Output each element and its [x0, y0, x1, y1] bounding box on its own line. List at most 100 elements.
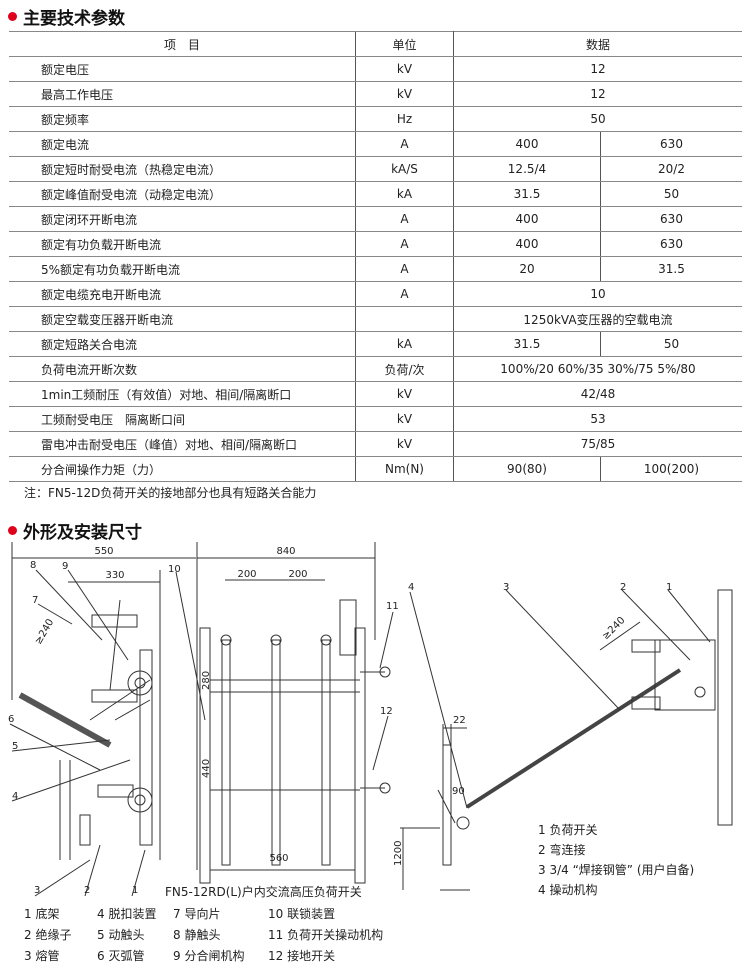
param-name: 额定电压	[9, 56, 356, 82]
callout-5: 5	[12, 741, 18, 752]
param-unit: kA/S	[355, 156, 454, 182]
install-callout-3: 3	[503, 582, 509, 593]
param-name: 最高工作电压	[9, 81, 356, 107]
legend-item: 6 灭弧管	[97, 949, 145, 963]
header-unit: 单位	[355, 31, 454, 57]
legend-item: 5 动触头	[97, 928, 145, 942]
callout-6: 6	[8, 714, 14, 725]
bullet-icon	[8, 12, 17, 21]
param-unit: 负荷/次	[355, 356, 454, 382]
param-unit: A	[355, 256, 454, 282]
param-name: 额定短路关合电流	[9, 331, 356, 357]
param-unit: kV	[355, 56, 454, 82]
callout-7: 7	[32, 595, 38, 606]
install-callout-2: 2	[620, 582, 626, 593]
param-value: 100%/20 60%/35 30%/75 5%/80	[453, 356, 742, 382]
legend-item: 7 导向片	[173, 907, 221, 921]
legend-item: 4 操动机构	[538, 883, 598, 897]
side-view-drawing	[9, 542, 206, 897]
param-value: 75/85	[453, 431, 742, 457]
dim-560: 560	[269, 853, 288, 864]
table-header-row: 项 目 单位 数据	[9, 31, 742, 57]
param-name: 雷电冲击耐受电压（峰值）对地、相间/隔离断口	[9, 431, 356, 457]
param-name: 额定空载变压器开断电流	[9, 306, 356, 332]
legend-item: 8 静触头	[173, 928, 221, 942]
table-row: 额定空载变压器开断电流 1250kVA变压器的空载电流	[9, 306, 742, 332]
param-unit: kV	[355, 381, 454, 407]
install-callout-4: 4	[408, 582, 414, 593]
param-unit: A	[355, 281, 454, 307]
dim-550: 550	[94, 546, 113, 557]
section-title-parameters: 主要技术参数	[8, 4, 125, 29]
param-name: 工频耐受电压 隔离断口间	[9, 406, 356, 432]
bullet-icon	[8, 526, 17, 535]
legend-item: 1 负荷开关	[538, 823, 598, 837]
dim-200-a: 200	[237, 569, 256, 580]
dim-90: 90	[452, 786, 465, 797]
param-unit: kV	[355, 431, 454, 457]
param-value-630: 31.5	[600, 256, 742, 282]
callout-12: 12	[380, 706, 393, 717]
legend-item: 10 联锁装置	[268, 907, 336, 921]
param-value-400: 31.5	[453, 331, 601, 357]
param-value-630: 50	[600, 331, 742, 357]
legend-item: 2 绝缘子	[24, 928, 72, 942]
param-unit: A	[355, 206, 454, 232]
param-value-400: 31.5	[453, 181, 601, 207]
param-name: 额定有功负载开断电流	[9, 231, 356, 257]
param-name: 额定短时耐受电流（热稳定电流）	[9, 156, 356, 182]
param-name: 分合闸操作力矩（力）	[9, 456, 356, 482]
param-value-630: 630	[600, 231, 742, 257]
param-unit: kV	[355, 406, 454, 432]
legend-item: 4 脱扣装置	[97, 907, 157, 921]
param-unit: kA	[355, 181, 454, 207]
param-unit: Nm(N)	[355, 456, 454, 482]
param-value-400: 400	[453, 131, 601, 157]
front-view-drawing	[196, 542, 394, 884]
param-value: 12	[453, 81, 742, 107]
legend-item: 9 分合闸机构	[173, 949, 245, 963]
drawing-caption: FN5-12RD(L)户内交流高压负荷开关	[165, 884, 362, 899]
param-name: 负荷电流开断次数	[9, 356, 356, 382]
section-title-text: 外形及安装尺寸	[23, 523, 142, 543]
param-value: 12	[453, 56, 742, 82]
callout-2: 2	[84, 885, 90, 896]
install-callout-1: 1	[666, 582, 672, 593]
param-value-630: 630	[600, 131, 742, 157]
param-value: 53	[453, 406, 742, 432]
param-value-630: 630	[600, 206, 742, 232]
dim-22: 22	[453, 715, 466, 726]
dim-200-b: 200	[288, 569, 307, 580]
dim-840: 840	[276, 546, 295, 557]
param-unit: kV	[355, 81, 454, 107]
param-unit: Hz	[355, 106, 454, 132]
callout-8: 8	[30, 560, 36, 571]
param-value: 1250kVA变压器的空载电流	[453, 306, 742, 332]
param-value-630: 20/2	[600, 156, 742, 182]
table-note: 注：FN5-12D负荷开关的接地部分也具有短路关合能力	[24, 486, 317, 500]
param-value-630: 50	[600, 181, 742, 207]
param-value: 50	[453, 106, 742, 132]
param-value-400: 12.5/4	[453, 156, 601, 182]
header-data: 数据	[453, 31, 742, 57]
param-value-400: 20	[453, 256, 601, 282]
callout-9: 9	[62, 561, 68, 572]
param-name: 额定频率	[9, 106, 356, 132]
legend-item: 11 负荷开关操动机构	[268, 928, 384, 942]
param-name: 额定电缆充电开断电流	[9, 281, 356, 307]
section-title-dimensions: 外形及安装尺寸	[8, 518, 142, 543]
param-value-400: 90(80)	[453, 456, 601, 482]
param-name: 额定峰值耐受电流（动稳定电流）	[9, 181, 356, 207]
